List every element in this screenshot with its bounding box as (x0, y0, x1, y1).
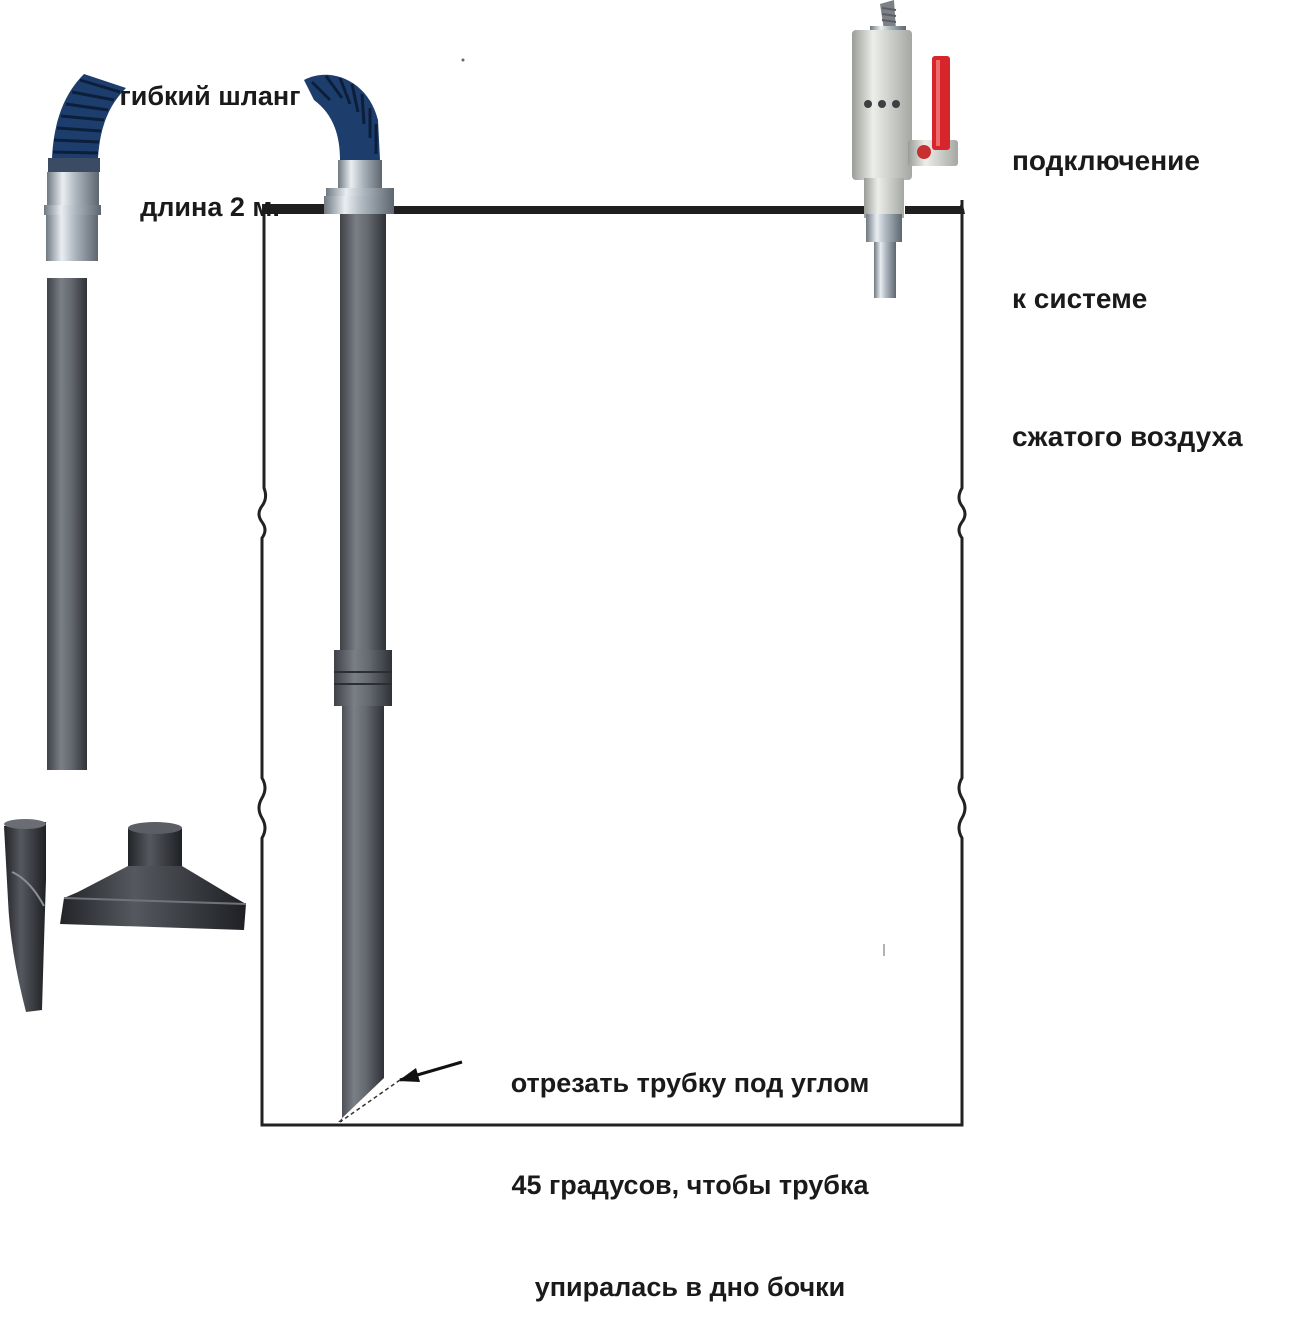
suction-pipe (334, 214, 392, 1122)
cut-pointer-arrow (339, 1060, 463, 1123)
air-label-line-3: сжатого воздуха (1012, 421, 1243, 452)
air-label-line-1: подключение (1012, 145, 1200, 176)
cut-label-line-3: упиралась в дно бочки (534, 1272, 846, 1302)
barrel-pump-diagram (4, 0, 967, 1127)
hose-label-line-2: длина 2 м. (140, 192, 280, 222)
flexible-hose-top (304, 74, 394, 214)
cut-label-line-2: 45 градусов, чтобы трубка (511, 1170, 869, 1200)
barrel-outline (257, 200, 967, 1127)
cut-label-line-1: отрезать трубку под углом (510, 1068, 870, 1098)
air-connection-label: подключение к системе сжатого воздуха (1012, 46, 1243, 506)
air-ejector-valve (852, 0, 958, 298)
flexible-hose-left (44, 74, 126, 261)
extension-pipe-left (47, 278, 87, 770)
air-label-line-2: к системе (1012, 283, 1148, 314)
cut-instruction-label: отрезать трубку под углом 45 градусов, ч… (440, 998, 940, 1338)
crevice-nozzle (4, 819, 46, 1012)
hose-label-line-1: гибкий шланг (119, 81, 301, 111)
hose-label: гибкий шланг длина 2 м. (0, 4, 420, 263)
upholstery-nozzle (60, 822, 247, 930)
